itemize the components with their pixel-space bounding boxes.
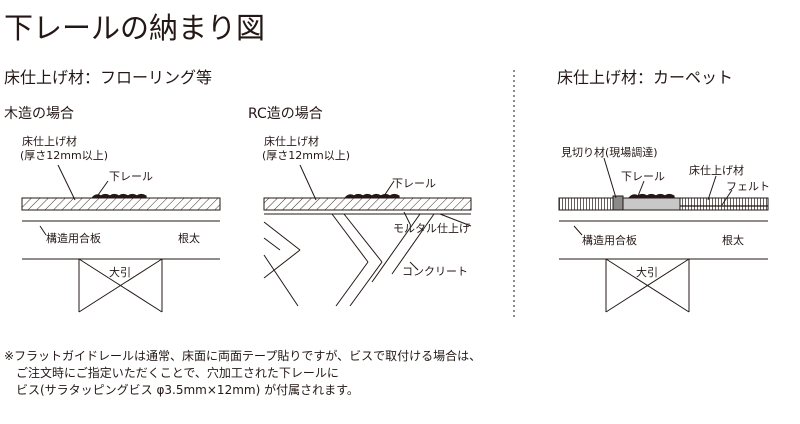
note-line-1: ※フラットガイドレールは通常、床面に両面テープ貼りですが、ビスで取付ける場合は、 (4, 349, 482, 363)
wood-floor-finish (21, 197, 221, 211)
carpet-lower-rail-label: 下レール (621, 170, 665, 183)
carpet-beam (605, 258, 690, 313)
parting-strip (612, 195, 624, 211)
carpet-joist-label: 根太 (722, 234, 744, 247)
carpet-left (558, 197, 614, 211)
carpet-leader-felt (721, 189, 733, 206)
carpet-felt-label: フェルト (726, 180, 770, 193)
wood-floor-material-label: 床仕上げ材 (22, 135, 77, 148)
carpet-leader-plywood (573, 225, 583, 236)
rc-mortar-label: モルタル仕上げ (393, 222, 470, 235)
rc-floor-material-label: 床仕上げ材 (264, 135, 319, 148)
page-title: 下レールの納まり図 (4, 11, 266, 45)
section-title-flooring: 床仕上げ材：フローリング等 (4, 68, 213, 87)
section-title-carpet: 床仕上げ材：カーペット (557, 68, 734, 87)
carpet-beam-label: 大引 (636, 266, 658, 279)
rc-construction-drawing (263, 164, 472, 307)
rc-lower-rail-label: 下レール (392, 177, 436, 190)
rc-leader-floor (299, 164, 317, 201)
rc-leader-concrete (409, 261, 419, 271)
note-line-2: ご注文時にご指定いただくことで、穴加工された下レールに (16, 366, 339, 380)
carpet-parting-label: 見切り材(現場調達) (561, 146, 658, 159)
rc-concrete-hatch (263, 213, 472, 307)
carpet-lower-rail (628, 193, 675, 199)
rc-lower-rail (344, 193, 400, 199)
wood-leader-rail (97, 180, 109, 196)
carpet-plywood-label: 構造用合板 (582, 234, 637, 247)
rc-leader-mortar (403, 211, 411, 225)
wood-beam-label: 大引 (109, 266, 131, 279)
carpet-construction-drawing (558, 157, 769, 313)
carpet-leader-parting (603, 157, 617, 199)
carpet-right (679, 197, 769, 211)
note-line-3: ビス(サラタッピングビス φ3.5mm×12mm) が付属されます。 (16, 383, 359, 397)
rc-floor-finish (263, 197, 472, 211)
wood-lower-rail (91, 193, 147, 199)
wood-leader-plywood (39, 225, 47, 236)
wood-plywood-label: 構造用合板 (46, 232, 101, 245)
carpet-leader-floor (707, 175, 717, 201)
wood-joist-label: 根太 (178, 232, 200, 245)
carpet-rail-block (622, 197, 681, 211)
rc-heading: RC造の場合 (248, 106, 323, 122)
rc-leader-rail (383, 180, 395, 197)
rc-concrete-label: コンクリート (402, 265, 468, 278)
wood-beam (78, 258, 163, 313)
wood-thickness-label: (厚さ12mm以上) (20, 149, 109, 162)
wood-lower-rail-label: 下レール (109, 170, 153, 183)
carpet-leader-rail (637, 180, 645, 197)
carpet-floor-material-label: 床仕上げ材 (689, 164, 744, 177)
wood-leader-floor (57, 164, 76, 201)
wood-heading: 木造の場合 (4, 106, 74, 122)
rc-thickness-label: (厚さ12mm以上) (262, 149, 351, 162)
wood-construction-drawing (21, 164, 221, 313)
